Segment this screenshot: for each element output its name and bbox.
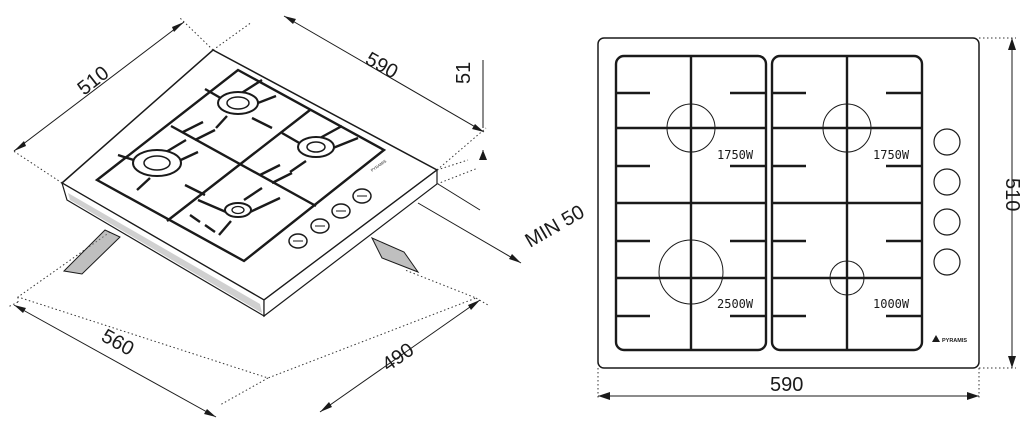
brand-logo: PYRAMIS	[932, 335, 967, 344]
brand-mark-icon	[932, 335, 940, 342]
dim-label-490: 490	[378, 339, 418, 376]
top-grate-right	[770, 54, 924, 352]
iso-knob-2	[310, 218, 330, 234]
iso-burner-rear-right	[297, 136, 335, 158]
dim-label-590-top: 590	[770, 374, 803, 396]
power-label-rear-right: 1750W	[873, 148, 910, 162]
dim-label-560: 560	[98, 325, 138, 360]
burner-rear-right	[822, 103, 872, 153]
iso-knobs	[288, 188, 372, 249]
iso-knob-3	[331, 203, 351, 219]
iso-burner-front-left	[132, 149, 182, 177]
dim-label-51: 51	[453, 62, 475, 84]
brand-label: PYRAMIS	[942, 338, 967, 344]
dim-cutout-width: 560	[7, 301, 269, 418]
power-label-front-right: 1000W	[873, 297, 910, 311]
dim-iso-height: 51	[436, 60, 487, 185]
dim-min-clearance: MIN 50	[417, 183, 589, 264]
top-grate-left	[614, 54, 768, 352]
power-label-rear-left: 1750W	[717, 148, 754, 162]
knob-1	[933, 128, 961, 156]
knob-4	[933, 248, 961, 276]
dim-cutout-depth: 490	[319, 297, 489, 413]
burner-rear-left	[666, 103, 716, 153]
burner-front-right	[829, 260, 865, 296]
dim-label-510: 510	[74, 62, 114, 100]
knob-3	[933, 208, 961, 236]
isometric-view: PYRAMIS 510 590 51	[7, 15, 589, 418]
knob-2	[933, 168, 961, 196]
iso-knob-1	[288, 233, 308, 249]
cutout-outline	[16, 231, 478, 379]
cutout-right-corner	[370, 236, 420, 274]
dim-label-510-top: 510	[1001, 178, 1020, 211]
iso-burner-front-right	[224, 202, 252, 218]
dim-label-min-50: MIN 50	[522, 201, 589, 252]
dim-top-width: 590	[597, 368, 980, 400]
hob-body	[60, 49, 439, 318]
burner-front-left	[658, 239, 724, 305]
dim-label-590-iso: 590	[362, 48, 402, 83]
dim-top-depth: 510	[979, 37, 1020, 369]
knob-column	[933, 128, 961, 276]
iso-burner-rear-left	[217, 91, 259, 115]
top-view: 1750W 1750W 2500W 1000W PYRAMIS 590	[597, 37, 1020, 400]
power-label-front-left: 2500W	[717, 297, 754, 311]
iso-knob-4	[352, 188, 372, 204]
cutout-left-corner	[62, 229, 121, 275]
